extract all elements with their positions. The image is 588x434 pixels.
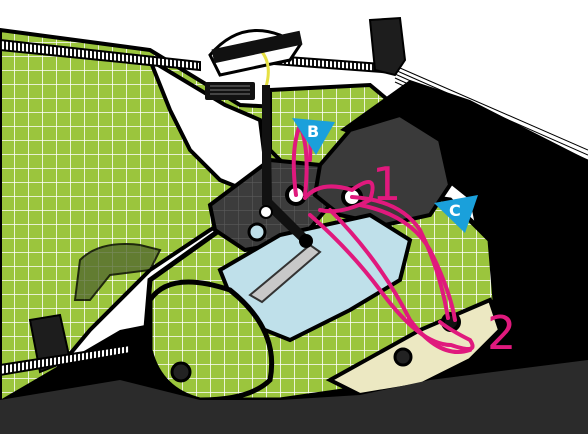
- step-label-1: 1: [372, 157, 401, 211]
- marker-b-label: B: [307, 122, 319, 141]
- strap-keeper: [205, 82, 255, 100]
- eyelet-cream: [395, 349, 411, 365]
- strap-end-knob: [299, 234, 313, 248]
- buckle-top-right: [370, 18, 405, 75]
- step-label-2: 2: [487, 306, 516, 360]
- eyelet-lower-left: [172, 363, 190, 381]
- eyelet-blue: [249, 224, 265, 240]
- marker-c-label: C: [449, 201, 461, 220]
- eyelet-panel: [260, 206, 272, 218]
